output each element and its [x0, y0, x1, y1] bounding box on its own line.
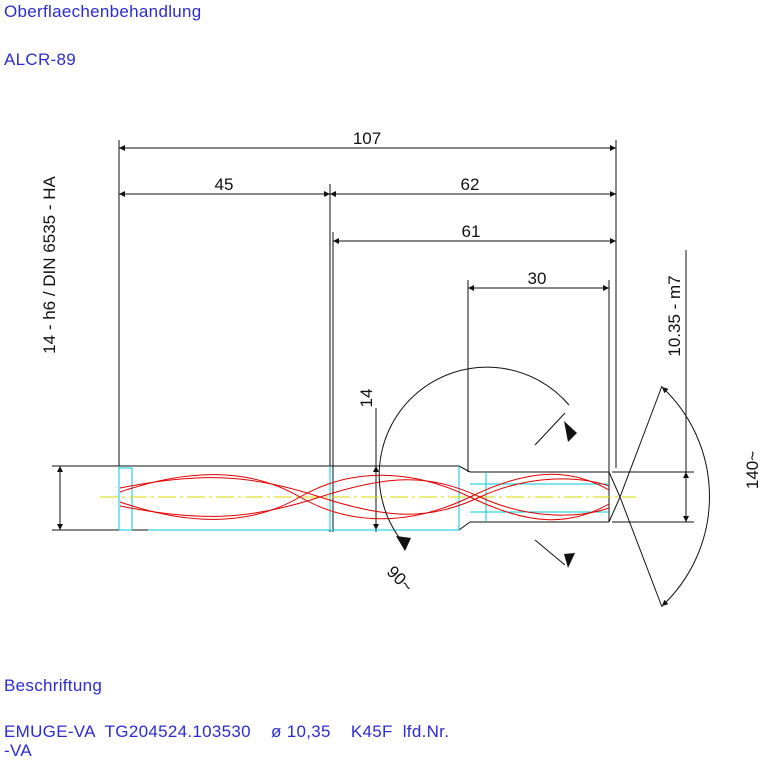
dim-flute-text: 61	[462, 222, 481, 241]
dim-overall-text: 107	[353, 129, 381, 148]
tip-tolerance-text: 10.35 - m7	[665, 275, 684, 356]
helix-arrow-2	[564, 553, 575, 568]
point-geometry	[608, 385, 663, 608]
dim-body-text: 62	[461, 175, 480, 194]
helix-arrow-1	[564, 421, 577, 442]
coating-name: ALCR-89	[4, 50, 77, 69]
extension-lines	[52, 140, 694, 532]
surface-treatment-label: Oberflaechenbehandlung	[4, 2, 202, 21]
point-angle-text: 140~	[743, 451, 762, 489]
marking-text: EMUGE-VA TG204524.103530 ø 10,35 K45F lf…	[4, 722, 450, 741]
shank-tolerance-text: 14 - h6 / DIN 6535 - HA	[40, 176, 59, 354]
marking-section-label: Beschriftung	[4, 676, 103, 695]
dim-shank-text: 45	[215, 175, 234, 194]
marking-text-line2: -VA	[4, 741, 32, 760]
point-angle-arc	[661, 386, 710, 607]
dim-tip-text: 30	[528, 269, 547, 288]
dim-shank-dia-text: 14	[357, 389, 376, 408]
flute-curves	[119, 473, 610, 521]
dimension-lines	[57, 145, 689, 530]
helix-angle-text: 90~	[383, 562, 417, 596]
helix-angle-arc	[378, 366, 570, 566]
helix-arrow-3	[396, 536, 411, 551]
